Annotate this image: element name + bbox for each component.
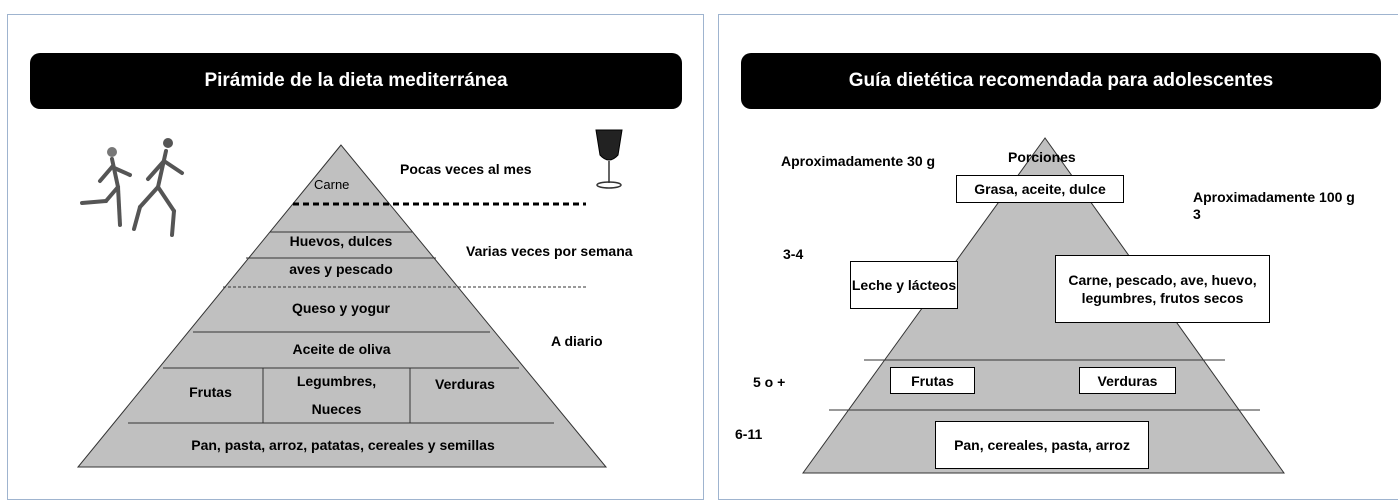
level-olive-oil: Aceite de oliva: [292, 341, 391, 357]
pyramid-shape: [76, 144, 608, 468]
level-eggs-sweets: Huevos, dulces: [289, 233, 393, 249]
level-meat: Carne: [314, 177, 350, 192]
portion-dairy: 3-4: [783, 246, 804, 262]
box-grains: Pan, cereales, pasta, arroz: [935, 421, 1149, 469]
level-poultry-fish: aves y pescado: [289, 261, 393, 277]
portion-fruit-veg: 5 o +: [753, 374, 786, 390]
level-legumes: Legumbres,: [296, 373, 377, 389]
adolescent-guide-panel: Guía dietética recomendada para adolesce…: [718, 14, 1398, 500]
freq-daily: A diario: [551, 333, 603, 349]
level-fruits: Frutas: [189, 384, 232, 400]
mediterranean-diet-panel: Pirámide de la dieta mediterránea: [7, 14, 704, 500]
box-fruits: Frutas: [890, 367, 975, 394]
portion-grains: 6-11: [735, 426, 763, 442]
level-vegetables: Verduras: [435, 376, 495, 392]
wine-glass-icon: [595, 129, 623, 189]
box-protein: Carne, pescado, ave, huevo, legumbres, f…: [1055, 255, 1270, 323]
box-vegetables: Verduras: [1079, 367, 1176, 394]
runners-icon: [80, 138, 184, 237]
portion-protein: Aproximadamente 100 g: [1193, 189, 1355, 205]
level-nuts: Nueces: [311, 401, 362, 417]
mediterranean-pyramid: [76, 129, 623, 468]
portions-header: Porciones: [1008, 149, 1076, 165]
left-title: Pirámide de la dieta mediterránea: [30, 53, 682, 109]
level-cheese-yogurt: Queso y yogur: [291, 300, 391, 316]
box-dairy: Leche y lácteos: [850, 261, 958, 309]
level-grains: Pan, pasta, arroz, patatas, cereales y s…: [191, 437, 495, 453]
right-title: Guía dietética recomendada para adolesce…: [741, 53, 1381, 109]
freq-weekly: Varias veces por semana: [466, 243, 633, 259]
portion-fats: Aproximadamente 30 g: [781, 153, 936, 169]
box-fats: Grasa, aceite, dulce: [956, 175, 1124, 203]
freq-monthly: Pocas veces al mes: [400, 161, 532, 177]
portion-protein-servings: 3: [1193, 206, 1201, 222]
